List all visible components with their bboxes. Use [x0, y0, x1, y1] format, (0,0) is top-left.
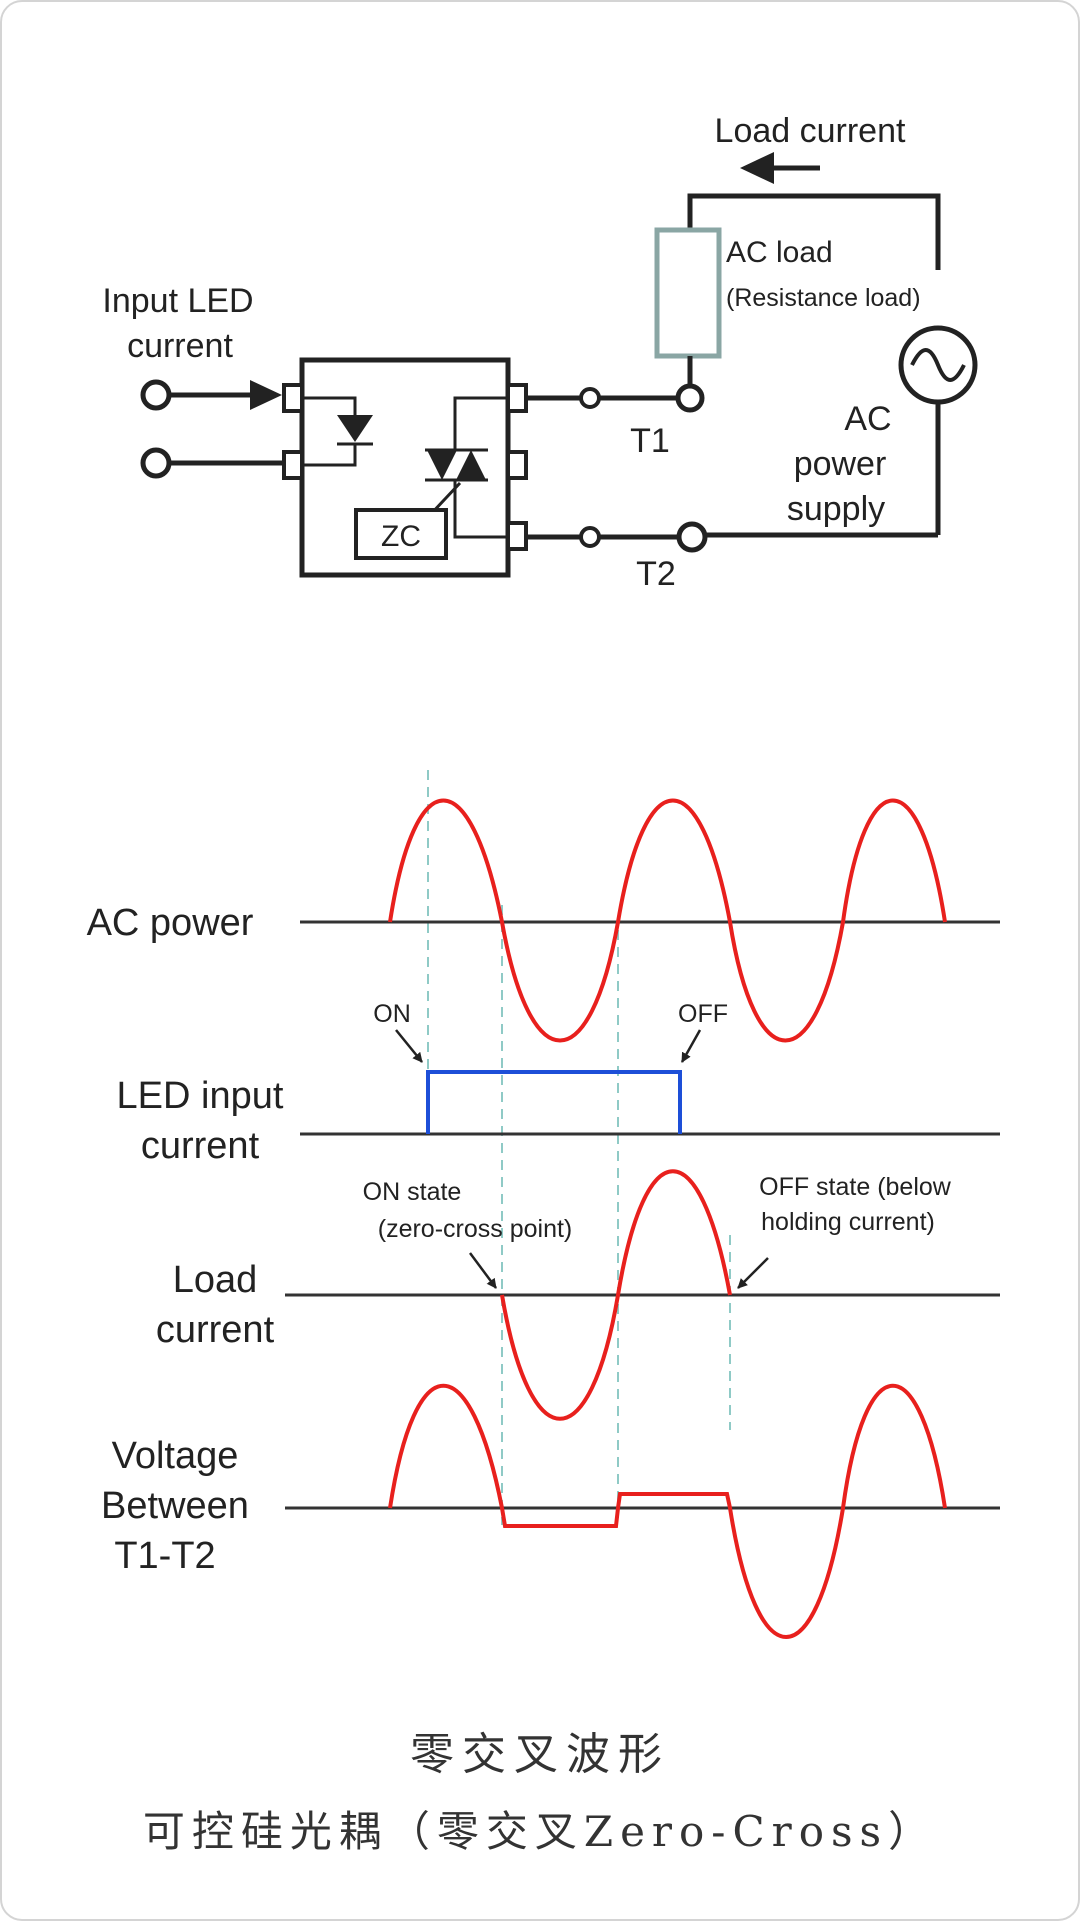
- zero-cross-box: [354, 508, 448, 560]
- led-label-1: LED input: [117, 1075, 284, 1117]
- input-terminal-2: [140, 447, 172, 479]
- on-label: ON: [373, 1000, 411, 1028]
- t2-terminal: [676, 521, 708, 553]
- input-led-label-1: Input LED: [102, 282, 253, 320]
- ac-supply-label-2: power: [794, 445, 887, 483]
- load-current-label: Load current: [715, 112, 906, 150]
- load-current-waveform: [500, 1169, 732, 1421]
- ac-load-resistor: [654, 227, 722, 359]
- zc-label: ZC: [381, 520, 421, 553]
- voltage-label-3: T1-T2: [114, 1535, 215, 1577]
- off-label: OFF: [678, 1000, 728, 1028]
- off-pointer-arrow: [680, 1029, 702, 1063]
- input-led-label-2: current: [127, 327, 233, 365]
- led-input-pulse: [426, 1070, 682, 1134]
- off-state-label-2: holding current): [761, 1208, 935, 1236]
- load-current-arrow: [740, 152, 820, 184]
- off-state-pointer-arrow: [737, 1257, 769, 1289]
- load-label-2: current: [156, 1309, 275, 1351]
- off-state-label-1: OFF state (below: [759, 1173, 952, 1201]
- load-wire-top: [687, 193, 941, 270]
- t1-label: T1: [630, 422, 670, 460]
- voltage-label-2: Between: [101, 1485, 249, 1527]
- voltage-waveform: [388, 1383, 947, 1639]
- timing-guide-lines: [427, 770, 731, 1525]
- on-state-label-2: (zero-cross point): [378, 1215, 573, 1243]
- caption-title: 零交叉波形: [410, 1729, 670, 1780]
- circuit-diagram: Load current AC load (Resistance load) A…: [102, 112, 978, 593]
- on-pointer-arrow: [395, 1029, 423, 1063]
- ac-load-label: AC load: [726, 236, 833, 269]
- timing-diagram: AC power LED input current Load current …: [87, 770, 1000, 1639]
- on-state-label-1: ON state: [363, 1178, 462, 1206]
- on-state-pointer-arrow: [468, 1252, 498, 1289]
- ac-supply-label-3: supply: [787, 490, 885, 528]
- triac-symbol: [425, 396, 508, 539]
- load-label-1: Load: [173, 1259, 258, 1301]
- ac-supply-label-1: AC: [844, 400, 891, 438]
- resistance-load-label: (Resistance load): [726, 284, 921, 312]
- t1-terminal: [675, 383, 705, 413]
- led-symbol: [302, 396, 373, 467]
- input-current-arrow: [250, 380, 282, 410]
- ac-power-label: AC power: [87, 902, 254, 944]
- caption-subtitle: 可控硅光耦（零交叉Zero-Cross）: [142, 1807, 938, 1856]
- t2-label: T2: [636, 555, 676, 593]
- led-label-2: current: [141, 1125, 260, 1167]
- voltage-label-1: Voltage: [112, 1435, 239, 1477]
- input-terminal-1: [140, 379, 172, 411]
- ac-power-waveform: [388, 798, 947, 1043]
